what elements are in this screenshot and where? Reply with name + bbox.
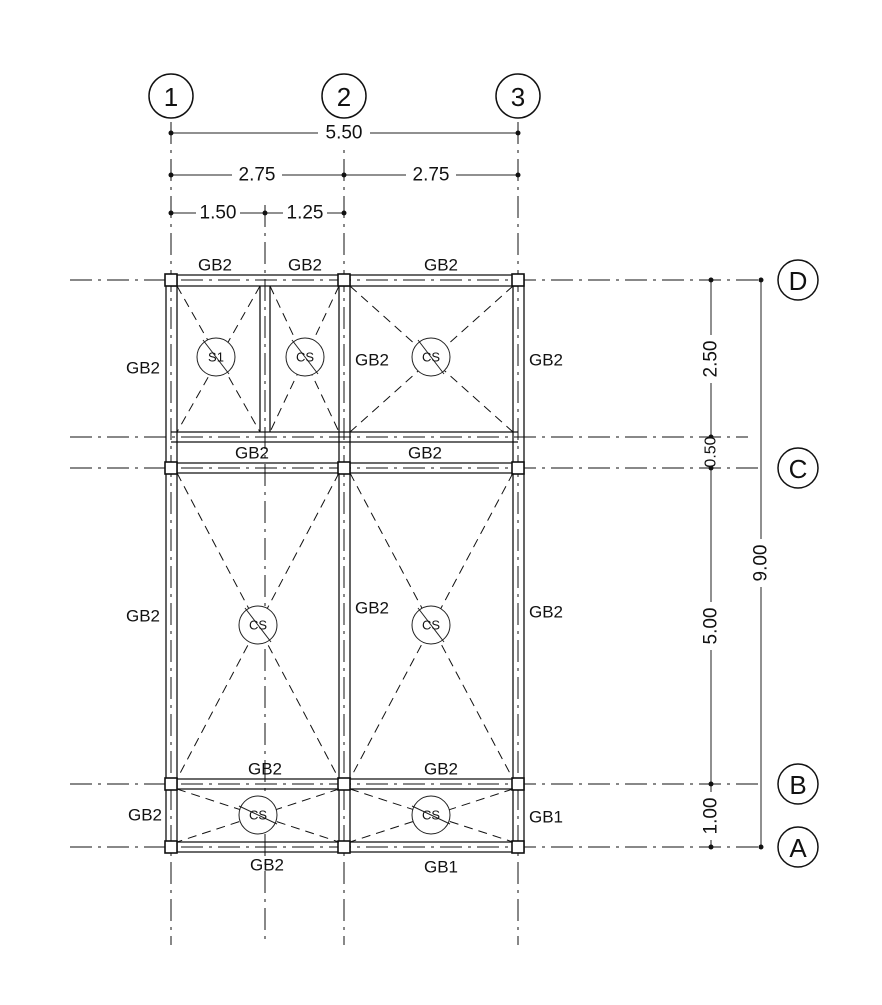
beam-label-bottom-right: GB1 — [424, 858, 458, 877]
top-dimensions: 5.50 2.75 2.75 1.50 1.25 — [168, 122, 521, 224]
dim-sub-left: 1.50 — [200, 203, 237, 224]
beam-label-b-right: GB2 — [424, 760, 458, 779]
beams — [165, 274, 525, 853]
axis-label: 2 — [337, 82, 351, 112]
horizontal-gridlines — [70, 279, 760, 848]
axis-label: 1 — [164, 82, 178, 112]
slab-marker-s1: S1 — [196, 337, 236, 377]
beam-label-mid-dc: GB2 — [355, 351, 389, 370]
axis-label: D — [789, 266, 808, 296]
beam-label-right-ba: GB1 — [529, 808, 563, 827]
dim-total-width: 5.50 — [326, 123, 363, 144]
columns — [164, 273, 525, 854]
axis-bubble-2: 2 — [321, 73, 367, 119]
beam-label-left-ba: GB2 — [128, 806, 162, 825]
dim-sub-right: 1.25 — [287, 203, 324, 224]
slab-marker-s5: CS — [411, 605, 451, 645]
dim-total-height: 9.00 — [751, 545, 772, 582]
dim-c-to-b: 5.00 — [701, 608, 722, 645]
axis-label: A — [789, 833, 807, 863]
slab-label: CS — [422, 808, 440, 823]
beam-label-left-dc: GB2 — [126, 359, 160, 378]
beam-label-right-dc: GB2 — [529, 351, 563, 370]
axis-bubble-d: D — [777, 259, 819, 301]
slab-marker-s7: CS — [411, 795, 451, 835]
axis-label: B — [789, 770, 806, 800]
beam-label-left-cb: GB2 — [126, 607, 160, 626]
beam-label-top-a: GB2 — [198, 256, 232, 275]
dim-d-to-c: 2.50 — [701, 341, 722, 378]
beam-label-top-c: GB2 — [424, 256, 458, 275]
axis-label: 3 — [511, 82, 525, 112]
axis-bubble-1: 1 — [148, 73, 194, 119]
dim-b-to-a: 1.00 — [701, 798, 722, 835]
slab-marker-s2: CS — [285, 337, 325, 377]
slab-label: S1 — [208, 350, 224, 365]
slab-label: CS — [422, 350, 440, 365]
slab-label: CS — [249, 808, 267, 823]
slab-marker-s3: CS — [411, 337, 451, 377]
dim-left-bay: 2.75 — [239, 165, 276, 186]
slab-marker-s6: CS — [238, 795, 278, 835]
beam-label-c-right: GB2 — [408, 444, 442, 463]
slab-marker-s4: CS — [238, 605, 278, 645]
beam-label-right-cb: GB2 — [529, 603, 563, 622]
beam-label-c-left: GB2 — [235, 444, 269, 463]
slab-label: CS — [249, 618, 267, 633]
axis-bubble-3: 3 — [495, 73, 541, 119]
right-dimensions: 2.50 0.50 5.00 1.00 9.00 — [700, 277, 772, 850]
vertical-gridlines — [170, 122, 519, 945]
dim-right-bay: 2.75 — [413, 165, 450, 186]
axis-bubble-b: B — [777, 763, 819, 805]
beam-label-mid-cb: GB2 — [355, 599, 389, 618]
axis-bubble-a: A — [777, 826, 819, 868]
axis-bubble-c: C — [777, 447, 819, 489]
slab-label: CS — [296, 350, 314, 365]
beam-label-b-left: GB2 — [248, 760, 282, 779]
beam-label-top-b: GB2 — [288, 256, 322, 275]
slab-label: CS — [422, 618, 440, 633]
beam-label-bottom-left: GB2 — [250, 856, 284, 875]
axis-label: C — [789, 454, 808, 484]
beam-labels: GB2 GB2 GB2 GB2 GB2 GB2 GB2 GB2 GB2 GB2 … — [126, 256, 563, 877]
dim-gap: 0.50 — [703, 436, 720, 467]
